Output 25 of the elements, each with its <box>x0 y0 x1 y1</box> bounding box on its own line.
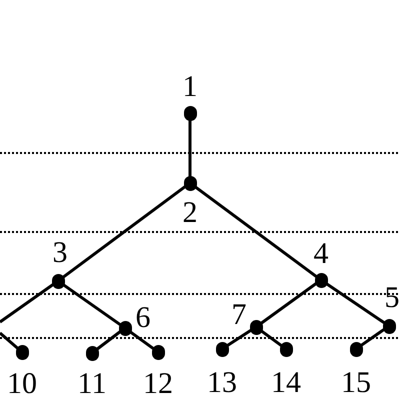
tree-branch-line <box>260 329 282 347</box>
tree-branch-line <box>0 332 18 350</box>
node-number: 13 <box>207 368 237 398</box>
tree-branch-line <box>194 185 318 278</box>
tree-branch-line <box>188 119 192 177</box>
node-number: 7 <box>232 300 246 330</box>
tree-branch-line <box>96 330 122 351</box>
node-number: 1 <box>182 72 198 102</box>
node-number: 2 <box>182 198 198 228</box>
tree-branch-line <box>0 283 54 324</box>
tree-branch-line <box>128 330 154 350</box>
node-number: 15 <box>341 368 371 398</box>
node-number: 4 <box>314 239 328 269</box>
tree-branch-line <box>62 185 186 279</box>
tree-branch-line <box>226 329 252 347</box>
node-number: 11 <box>78 369 106 399</box>
node-number: 10 <box>7 369 37 399</box>
node-number: 12 <box>143 369 173 399</box>
tree-branch-line <box>260 282 318 325</box>
tree-branch-line <box>62 283 121 326</box>
node-number: 5 <box>384 283 400 313</box>
tree-branch-line <box>360 328 385 347</box>
node-number: 3 <box>52 238 68 268</box>
node-number: 14 <box>271 368 301 398</box>
node-number: 6 <box>136 303 150 333</box>
